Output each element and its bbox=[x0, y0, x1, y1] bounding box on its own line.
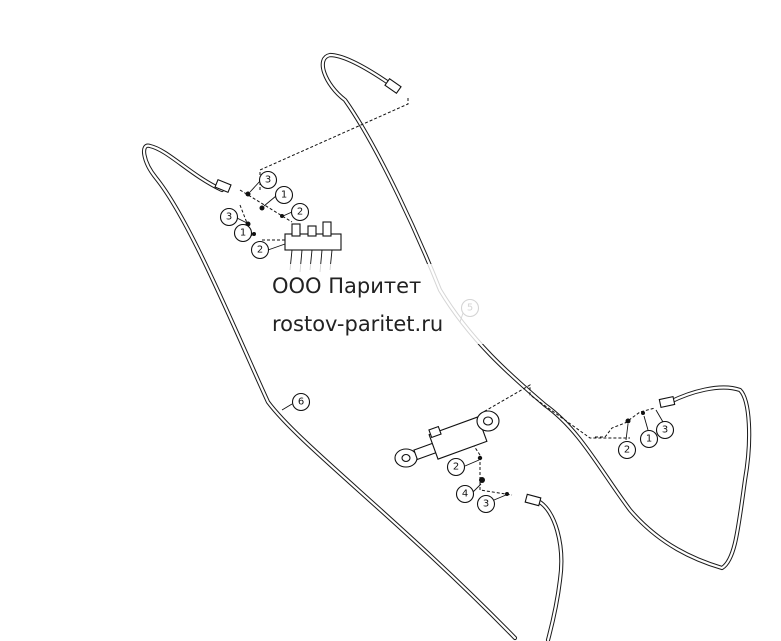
hydraulic-cylinder bbox=[394, 410, 500, 468]
callout-hose-6-label: 6 bbox=[298, 397, 304, 408]
hose-5-right-fitting bbox=[658, 395, 676, 409]
watermark-backdrop bbox=[262, 264, 547, 344]
callout-right-1-label: 1 bbox=[646, 434, 652, 445]
callout-left-2: 2 bbox=[250, 240, 270, 260]
callout-left-3: 3 bbox=[219, 207, 239, 227]
callout-top-3: 3 bbox=[258, 170, 278, 190]
callout-top-1: 1 bbox=[274, 185, 294, 205]
hose-cylinder-lower bbox=[524, 493, 564, 641]
cylinder-hose-fitting bbox=[524, 493, 542, 507]
callout-right-2: 2 bbox=[617, 440, 637, 460]
callout-cyl-3: 3 bbox=[476, 494, 496, 514]
callout-left-1-label: 1 bbox=[240, 228, 246, 239]
callout-cyl-4-label: 4 bbox=[462, 489, 468, 500]
callout-right-1: 1 bbox=[639, 429, 659, 449]
callout-right-3-label: 3 bbox=[662, 425, 668, 436]
callout-left-1: 1 bbox=[233, 223, 253, 243]
callout-top-2: 2 bbox=[290, 202, 310, 222]
watermark-company-name: ООО Паритет bbox=[272, 274, 422, 298]
hose-6-fitting bbox=[214, 178, 232, 194]
hose-6 bbox=[141, 143, 518, 641]
hose-5 bbox=[320, 52, 752, 571]
hose-5-top-fitting bbox=[384, 77, 402, 95]
callout-cyl-2-label: 2 bbox=[453, 462, 459, 473]
callout-top-2-label: 2 bbox=[297, 207, 303, 218]
callout-right-3: 3 bbox=[655, 420, 675, 440]
callout-top-1-label: 1 bbox=[281, 190, 287, 201]
callout-cyl-2: 2 bbox=[446, 457, 466, 477]
callout-left-3-label: 3 bbox=[226, 212, 232, 223]
callout-top-3-label: 3 bbox=[265, 175, 271, 186]
callout-right-2-label: 2 bbox=[624, 445, 630, 456]
callout-hose-6: 6 bbox=[291, 392, 311, 412]
watermark-website: rostov-paritet.ru bbox=[272, 312, 444, 336]
callout-cyl-3-label: 3 bbox=[483, 499, 489, 510]
callout-left-2-label: 2 bbox=[257, 245, 263, 256]
callout-cyl-4: 4 bbox=[455, 484, 475, 504]
